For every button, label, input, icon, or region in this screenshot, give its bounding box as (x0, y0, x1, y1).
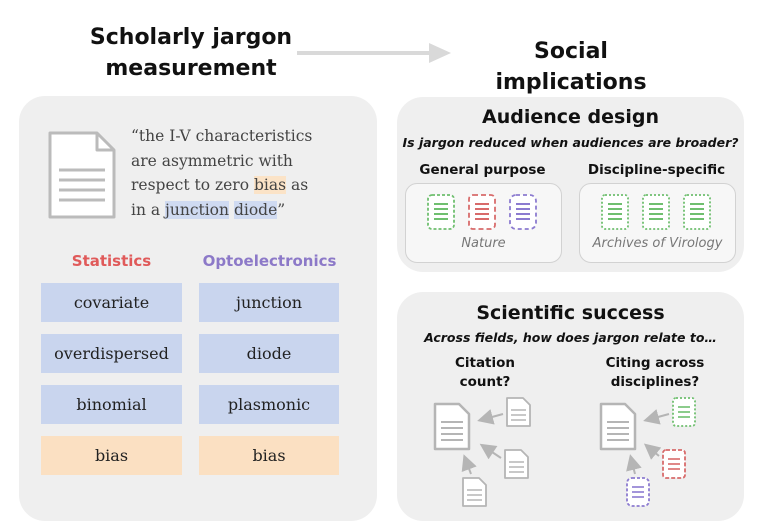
scientific-success-question: Across fields, how does jargon relate to… (424, 330, 717, 345)
citation-count-diagram (433, 397, 531, 507)
term-overdispersed: overdispersed (41, 334, 182, 373)
quote-line-4: in a junction diode” (131, 198, 371, 223)
quote-line-2: are asymmetric with (131, 151, 293, 170)
scientific-success-panel: Scientific success Across fields, how do… (397, 292, 744, 521)
document-icon (48, 131, 116, 219)
quote-text: respect to zero (131, 176, 254, 194)
jargon-measurement-panel: “the I-V characteristics are asymmetric … (19, 96, 377, 521)
term-junction: junction (199, 283, 339, 322)
highlight-junction: junction (165, 200, 229, 219)
citation-count-title: Citation count? (415, 354, 555, 392)
citation-count-line-1: Citation (454, 355, 516, 371)
term-binomial: binomial (41, 385, 182, 424)
archives-of-virology-label: Archives of Virology (592, 236, 723, 251)
cited-document-icon (433, 402, 471, 451)
citation-count-line-2: count? (459, 374, 511, 390)
term-bias-statistics: bias (41, 436, 182, 475)
quote-text: ” (277, 200, 286, 219)
discipline-specific-venue: Archives of Virology (579, 183, 736, 263)
example-quote: “the I-V characteristics are asymmetric … (131, 124, 371, 222)
optoelectronics-title: Optoelectronics (202, 252, 337, 270)
general-purpose-title: General purpose (419, 162, 546, 178)
discipline-specific-title: Discipline-specific (587, 162, 726, 178)
quote-text: as (286, 176, 309, 194)
citing-across-disciplines-title: Citing across disciplines? (585, 354, 725, 392)
highlight-bias: bias (253, 176, 287, 194)
quote-line-3: respect to zero bias as (131, 173, 371, 198)
term-plasmonic: plasmonic (199, 385, 339, 424)
right-arrow-icon (297, 43, 451, 63)
term-bias-optoelectronics: bias (199, 436, 339, 475)
right-heading: Social implications (495, 39, 647, 95)
quote-line-1: “the I-V characteristics (131, 127, 313, 145)
term-covariate: covariate (41, 283, 182, 322)
mixed-discipline-documents-icon (427, 194, 537, 230)
cited-document-icon (599, 402, 637, 451)
scientific-success-title: Scientific success (476, 302, 665, 324)
audience-design-question: Is jargon reduced when audiences are bro… (402, 135, 739, 150)
audience-design-title: Audience design (482, 106, 659, 128)
term-diode: diode (199, 334, 339, 373)
general-purpose-venue: Nature (405, 183, 562, 263)
quote-text: in a (131, 200, 166, 219)
left-heading: Scholarly jargon measurement (89, 25, 293, 81)
highlight-diode: diode (233, 200, 278, 219)
citing-across-line-2: disciplines? (610, 374, 700, 390)
statistics-title: Statistics (71, 252, 152, 270)
citing-across-line-1: Citing across (605, 355, 705, 371)
audience-design-panel: Audience design Is jargon reduced when a… (397, 97, 744, 272)
cross-discipline-diagram (599, 397, 696, 507)
nature-label: Nature (461, 236, 506, 251)
same-discipline-documents-icon (601, 194, 711, 230)
